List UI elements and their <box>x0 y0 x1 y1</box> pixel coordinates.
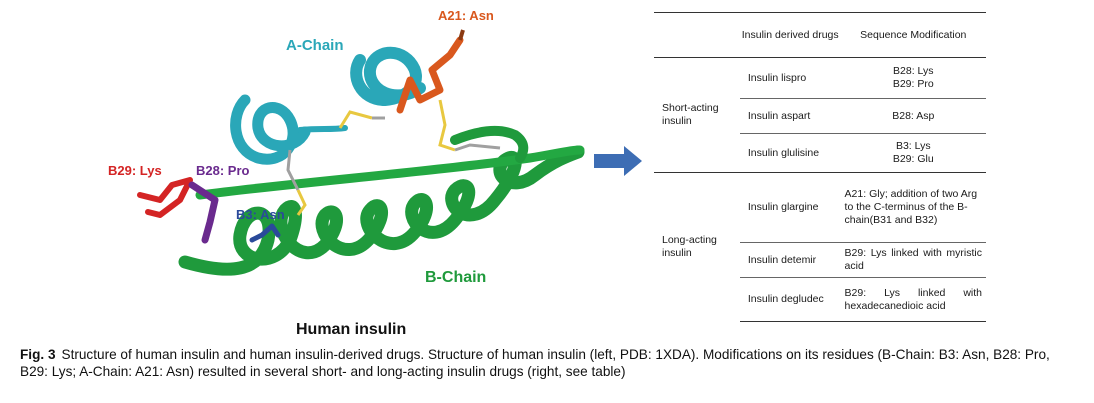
header-drugs: Insulin derived drugs <box>739 12 841 58</box>
b28-residue <box>188 181 219 244</box>
b29-residue <box>137 177 193 218</box>
label-b29: B29: Lys <box>108 163 162 178</box>
group-label-long: Long-acting insulin <box>654 172 740 322</box>
drug-name: Insulin lispro <box>747 71 807 84</box>
b3-residue <box>249 223 281 243</box>
a-chain-ribbon <box>230 46 426 165</box>
header-modification: Sequence Modification <box>840 12 986 58</box>
group-label-short: Short-acting insulin <box>662 102 719 127</box>
table-row: Insulin glulisine B3: Lys B29: Glu <box>654 133 986 173</box>
arrow-right-icon <box>594 146 642 176</box>
a21-residue <box>396 29 465 114</box>
table-row: Insulin aspart B28: Asp <box>654 98 986 134</box>
drug-name: Insulin detemir <box>739 242 841 278</box>
label-b3: B3: Asn <box>236 207 285 222</box>
figure-title: Human insulin <box>296 321 406 338</box>
table-header-row: Insulin derived drugs Sequence Modificat… <box>654 12 986 58</box>
table-row: Insulin detemir B29: Lys linked with myr… <box>654 242 986 278</box>
drug-name: Insulin aspart <box>739 98 841 134</box>
label-b-chain: B-Chain <box>425 269 486 286</box>
disulfide-bonds <box>286 99 501 216</box>
table-row: Short-acting insulin Insulin lispro B28:… <box>654 58 986 127</box>
table-row: Long-acting insulin Insulin glargine A21… <box>654 172 986 322</box>
drug-modification: A21: Gly; addition of two Arg to the C-t… <box>840 172 986 243</box>
insulin-structure-figure: A-Chain A21: Asn B29: Lys B28: Pro B3: A… <box>108 8 585 338</box>
caption-label: Fig. 3 <box>20 347 56 362</box>
label-a-chain: A-Chain <box>286 37 344 54</box>
label-a21: A21: Asn <box>438 8 494 23</box>
drug-name: Insulin glargine <box>739 172 841 243</box>
insulin-drug-table: Insulin derived drugs Sequence Modificat… <box>654 12 986 322</box>
b-chain-ribbon <box>178 125 585 276</box>
drug-name: Insulin glulisine <box>739 133 841 173</box>
drug-modification: B29: Lys linked with hexadecanedioic aci… <box>840 277 986 322</box>
drug-modification: B3: Lys B29: Glu <box>840 133 986 173</box>
drug-modification: B28: Asp <box>840 98 986 134</box>
drug-modification: B28: Lys B29: Pro <box>892 65 934 90</box>
table-row: Insulin degludec B29: Lys linked with he… <box>654 277 986 322</box>
label-b28: B28: Pro <box>196 163 250 178</box>
caption-text: Structure of human insulin and human ins… <box>20 347 1050 379</box>
drug-name: Insulin degludec <box>739 277 841 322</box>
drug-modification: B29: Lys linked with myristic acid <box>840 242 986 278</box>
